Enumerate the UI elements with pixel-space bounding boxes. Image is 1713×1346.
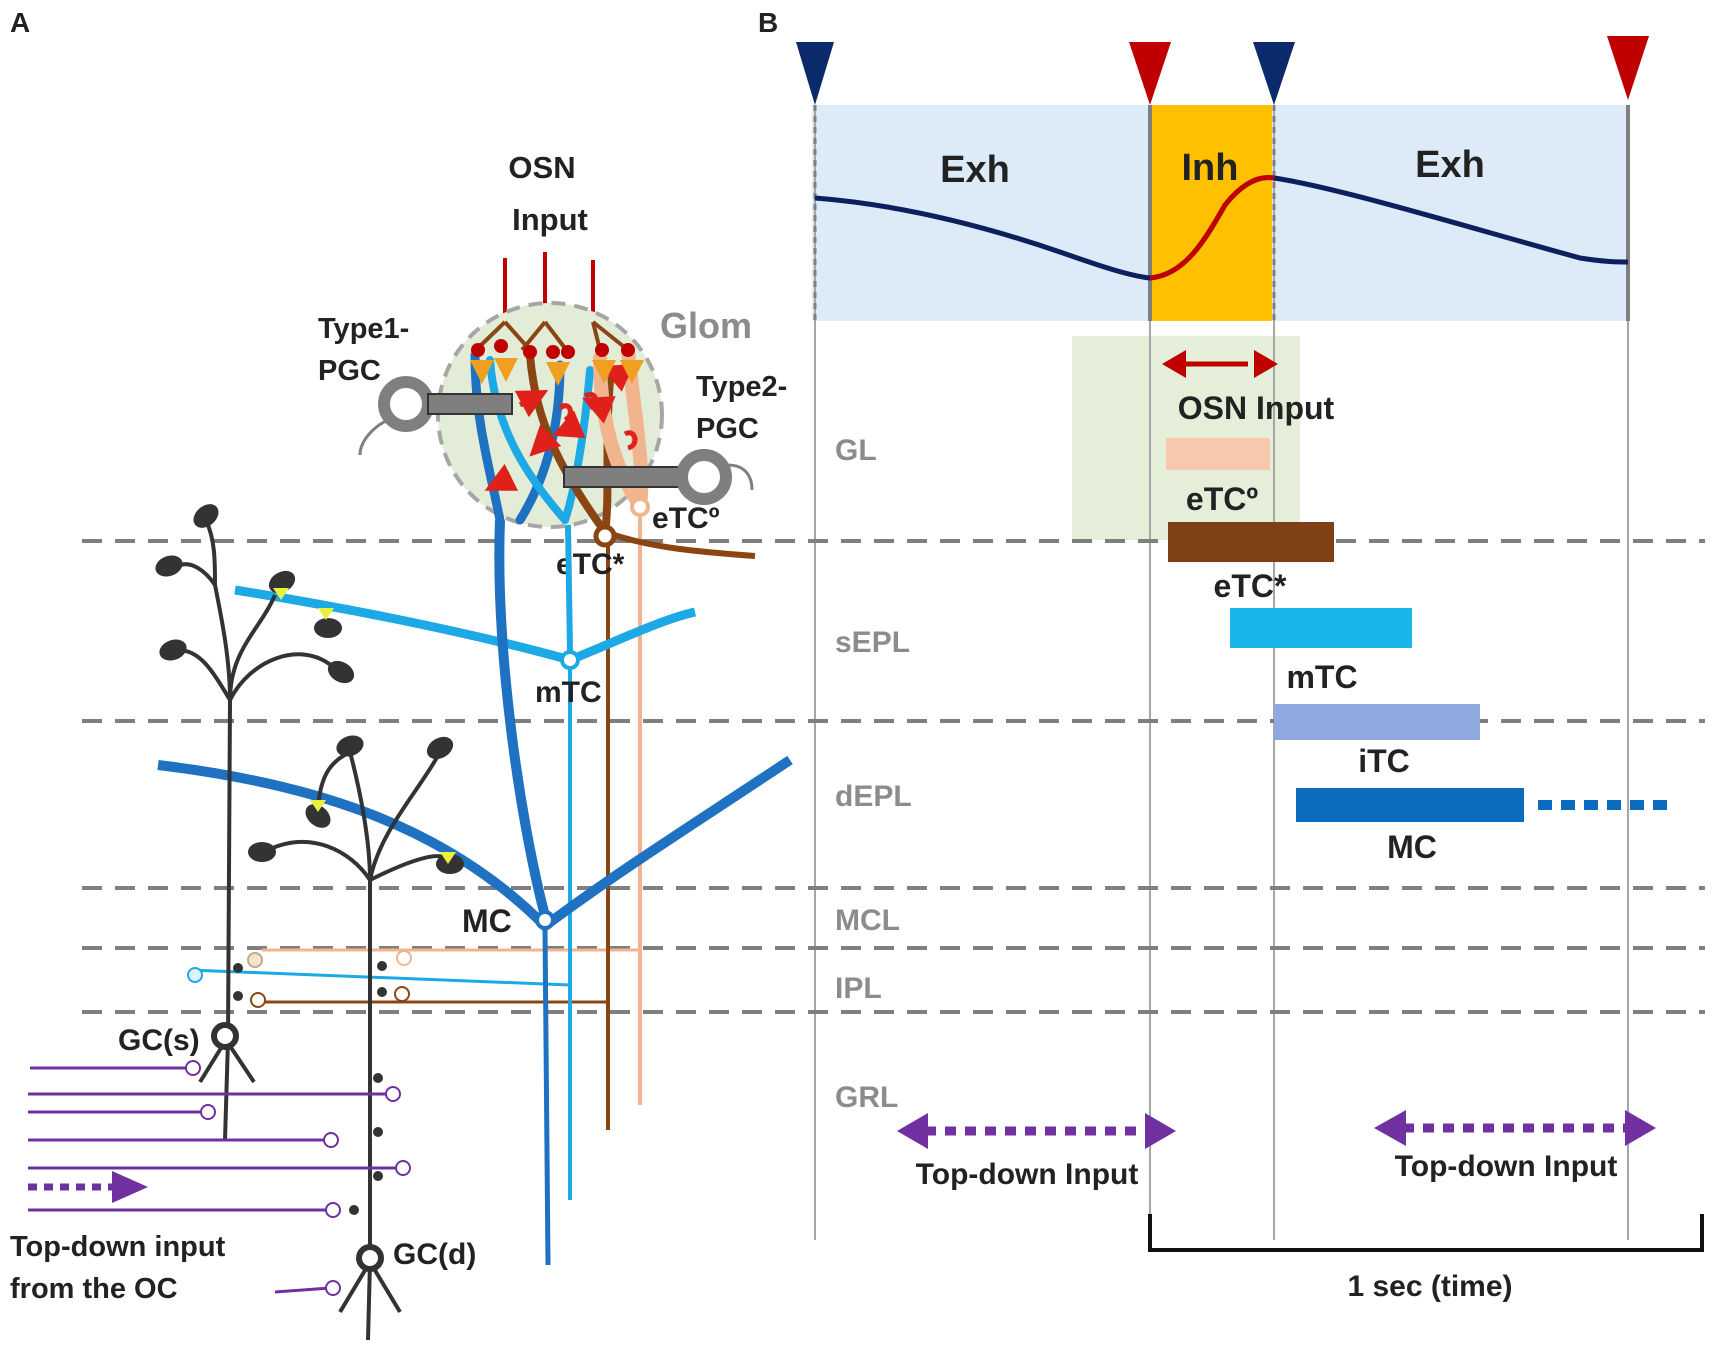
panel-a-letter: A <box>10 7 30 38</box>
topdown-a-label-2: from the OC <box>10 1273 178 1305</box>
bar-label-etc-o: eTCº <box>1186 481 1258 517</box>
exhale-marker-1 <box>796 42 834 105</box>
gc-s-spines <box>155 504 355 1050</box>
osn-input-label-b: OSN Input <box>1178 390 1335 426</box>
osn-release-sites <box>471 339 635 359</box>
osn-label-line1: OSN <box>508 150 575 185</box>
mc-cell <box>157 519 793 1266</box>
topdown-spines <box>349 1073 383 1215</box>
bar-etc-star <box>1168 522 1334 562</box>
mtc-cell <box>189 524 697 1200</box>
bar-label-itc: iTC <box>1358 743 1410 779</box>
gc-d-yellow-synapses <box>310 800 456 864</box>
layer-label-mcl: MCL <box>835 904 900 937</box>
gc-s-label: GC(s) <box>118 1024 200 1057</box>
layer-label-ipl: IPL <box>835 972 882 1005</box>
topdown-a-label-1: Top-down input <box>10 1231 226 1263</box>
type1-pgc-label-1: Type1- <box>318 313 409 345</box>
type2-pgc-label-1: Type2- <box>696 371 787 403</box>
type1-pgc-label-2: PGC <box>318 355 381 387</box>
mc-label: MC <box>462 903 512 939</box>
bar-label-mc: MC <box>1387 829 1437 865</box>
type2-pgc-label-2: PGC <box>696 413 759 445</box>
layer-label-depl: dEPL <box>835 780 912 813</box>
mtc-tufts <box>486 356 594 524</box>
bar-itc <box>1274 704 1480 740</box>
glom-synapse-arrows <box>484 364 638 491</box>
layer-label-grl: GRL <box>835 1081 898 1114</box>
bar-mc <box>1296 788 1524 822</box>
exhale-phase-box-2 <box>1272 105 1628 321</box>
topdown-label-left: Top-down Input <box>916 1158 1139 1191</box>
time-scale-label: 1 sec (time) <box>1347 1270 1512 1303</box>
inhale-marker-2 <box>1607 36 1649 100</box>
osn-release-arrows <box>470 358 644 386</box>
phase-label-exh-1: Exh <box>940 149 1010 191</box>
exhale-phase-box-1 <box>812 105 1150 321</box>
inhale-phase-box <box>1150 105 1272 321</box>
gc-s-yellow-synapses <box>273 588 334 620</box>
layer-label-gl: GL <box>835 434 877 467</box>
layer-label-sepl: sEPL <box>835 626 910 659</box>
topdown-arrow-left <box>897 1113 1176 1149</box>
phase-label-inh: Inh <box>1182 147 1239 189</box>
etc-o-label: eTCº <box>652 502 720 535</box>
phase-label-exh-2: Exh <box>1415 144 1485 186</box>
topdown-label-right: Top-down Input <box>1395 1150 1618 1183</box>
panel-b: B Exh Inh Exh GL s <box>82 7 1705 1303</box>
panel-a: A OSN Input Glom <box>10 7 793 1341</box>
mtc-label: mTC <box>535 676 602 709</box>
type2-pgc <box>563 449 754 505</box>
gc-d-label: GC(d) <box>393 1238 476 1271</box>
time-scale-bracket <box>1148 1214 1704 1252</box>
gc-s-cell <box>177 519 334 1141</box>
exhale-marker-2 <box>1253 42 1295 105</box>
glom-label: Glom <box>660 305 752 346</box>
type1-pgc <box>358 376 513 456</box>
gc-d-spines <box>248 735 464 1272</box>
topdown-terminals <box>185 1060 411 1296</box>
bar-etc-o <box>1166 438 1270 470</box>
bar-label-mtc: mTC <box>1286 659 1357 695</box>
topdown-fibers <box>28 1066 400 1294</box>
inhale-marker-1 <box>1129 42 1171 105</box>
topdown-arrow-a <box>28 1171 148 1203</box>
topdown-arrow-right <box>1374 1110 1656 1146</box>
osn-label-line2: Input <box>512 202 588 237</box>
ipl-contacts <box>187 950 412 1008</box>
bar-mtc <box>1230 608 1412 648</box>
etc-o-cell <box>262 497 650 1105</box>
panel-b-letter: B <box>758 7 778 38</box>
bar-label-etc-star: eTC* <box>1214 568 1287 604</box>
